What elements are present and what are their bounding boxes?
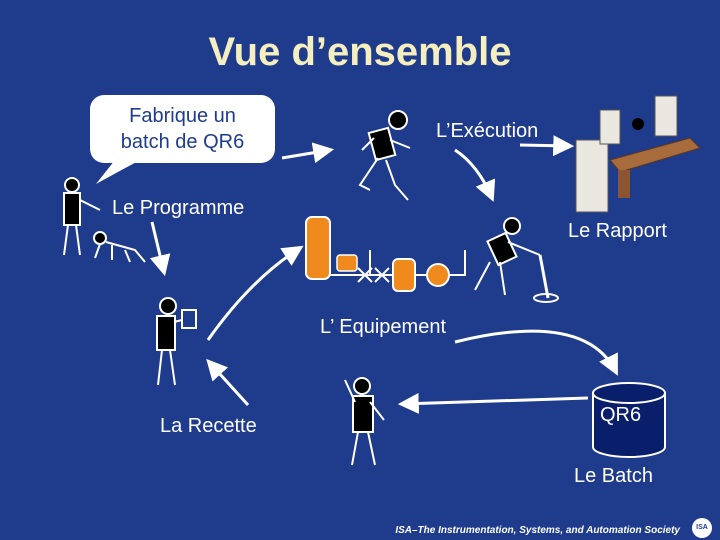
people-figures (63, 110, 559, 466)
valve-icon (357, 267, 373, 283)
speech-bubble-text: Fabrique un batch de QR6 (90, 103, 275, 155)
heater-icon (336, 254, 358, 272)
arrow-execution-to-equipment (454, 148, 496, 202)
arrow-batch-to-operator (397, 392, 589, 414)
label-report: Le Rapport (568, 220, 667, 242)
speech-bubble-line-2: batch de QR6 (120, 131, 245, 153)
programmer-standing-figure (63, 177, 101, 256)
speech-bubble-tail (96, 160, 140, 184)
flow-arrows (149, 135, 618, 414)
isa-logo: ISA (692, 518, 712, 538)
page-title: Vue d’ensemble (208, 30, 512, 74)
executor-running-figure (358, 110, 411, 201)
label-batch: Le Batch (574, 465, 653, 487)
desk-icon (609, 137, 701, 173)
equipment-group (305, 216, 466, 292)
paper-stack-icon (575, 139, 609, 213)
footer-credit: ISA–The Instrumentation, Systems, and Au… (395, 525, 680, 536)
batch-operator-figure (344, 377, 385, 466)
speech-bubble-line-1: Fabrique un (129, 105, 236, 127)
label-equipment: L’ Equipement (320, 316, 447, 338)
arrow-label-to-recipe (206, 358, 250, 407)
arrow-programme-to-recipe (149, 221, 171, 277)
arrow-execution-to-report (519, 135, 575, 157)
label-programme: Le Programme (112, 197, 245, 219)
arrow-equipment-to-batch (454, 329, 618, 376)
label-recipe: La Recette (160, 415, 257, 437)
paper-stack-icon (599, 109, 621, 145)
pump-icon (426, 263, 450, 287)
valve-icon (374, 267, 390, 283)
pushing-operator-figure (474, 217, 559, 303)
paper-stack-icon (654, 95, 678, 137)
arrow-equipment-to-recipe (206, 245, 304, 341)
clerk-head (632, 118, 644, 130)
programmer-crouching-figure (93, 231, 146, 263)
label-execution: L’Exécution (436, 120, 539, 142)
report-desk-illustration (575, 95, 701, 213)
tank-icon (305, 216, 331, 280)
speech-bubble (90, 95, 275, 163)
pipe-line (449, 250, 466, 276)
arrow-bubble-to-execution (281, 142, 335, 164)
batch-cylinder (592, 382, 666, 458)
label-batch-id: QR6 (600, 404, 642, 426)
reactor-icon (392, 258, 416, 292)
desk-leg (618, 170, 630, 198)
recipe-holder-figure (156, 297, 197, 386)
